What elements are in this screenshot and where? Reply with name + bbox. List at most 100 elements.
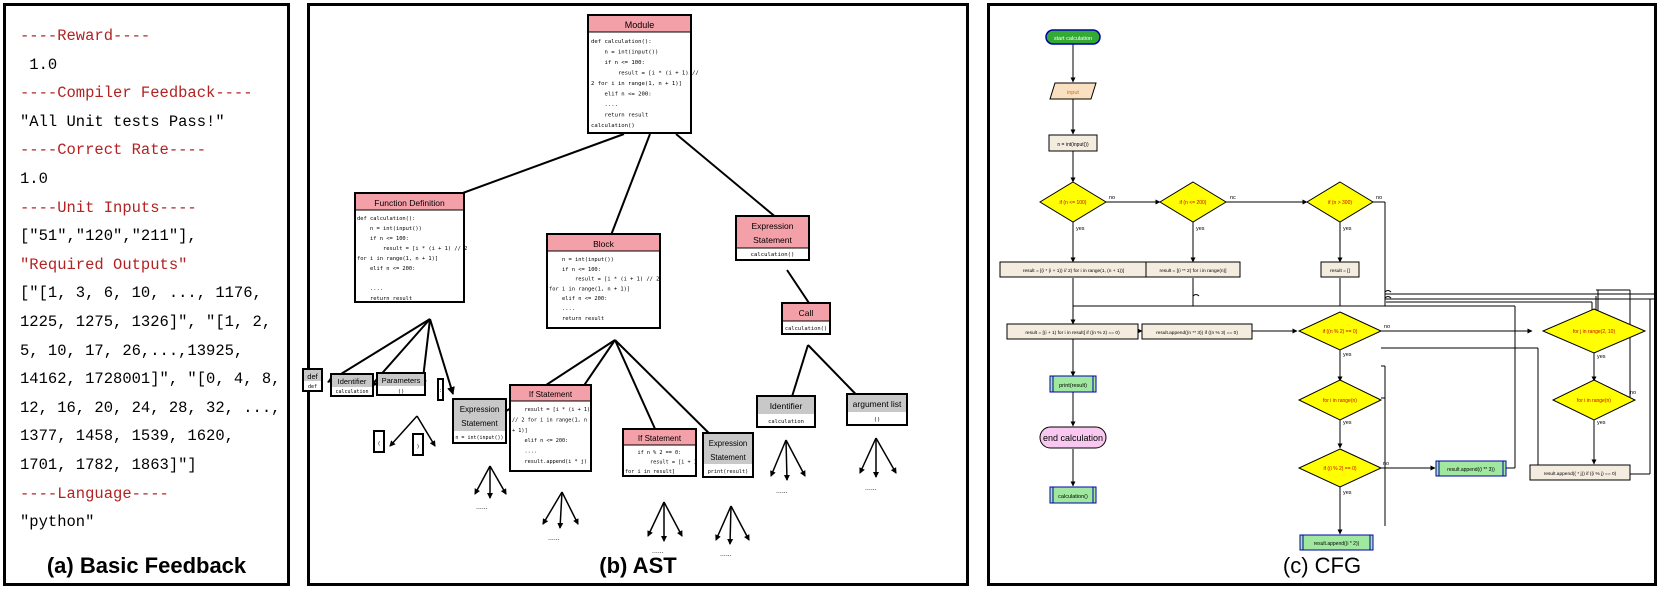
cfg-decision-2: if (n <= 200) [1159, 181, 1227, 223]
ast-block-title: Block [593, 239, 615, 249]
svg-text:if (n <= 200): if (n <= 200) [1180, 200, 1207, 206]
ast-node-paren-close: ) [412, 433, 424, 456]
svg-text:print(result): print(result) [708, 469, 749, 475]
cfg-decision-1: if (n <= 100) [1039, 181, 1107, 223]
code-line: for i in range(1, n + 1)] [549, 286, 630, 292]
svg-text:yes: yes [1343, 490, 1352, 496]
caption-cfg: (c) CFG [1282, 553, 1362, 578]
code-line: elif n <= 200: [591, 92, 652, 98]
svg-text:......: ...... [865, 485, 877, 492]
ast-node-call: Call calculation() [781, 302, 831, 335]
svg-text:......: ...... [776, 488, 788, 495]
code-line: result = [i * (i + 1) // 2 [549, 277, 659, 283]
cfg-decision-3: if (n > 300) [1306, 181, 1374, 223]
feedback-value: 5, 10, 17, 26,...,13925, [20, 341, 244, 360]
svg-text:if ((i % 2) == 0): if ((i % 2) == 0) [1323, 466, 1356, 472]
code-line: .... [549, 306, 575, 312]
svg-text:Identifier: Identifier [770, 401, 803, 411]
code-line: result = [i * (i + 1) [512, 407, 590, 413]
cfg-decision-4: if ((n % 2) == 0) [1297, 311, 1383, 351]
svg-text:no: no [1383, 461, 1389, 467]
code-line: calculation() [591, 123, 635, 129]
feedback-value: 12, 16, 20, 24, 28, 32, ..., [20, 398, 281, 417]
ast-node-def: def def [302, 368, 323, 392]
svg-text:result = [(i * (i + 1)) // 2): result = [(i * (i + 1)) // 2) for i in r… [1023, 268, 1124, 274]
feedback-header: ----Language---- [20, 484, 169, 503]
cfg-decision-7: for i in range(n) [1551, 379, 1637, 421]
svg-text:n = int(input()): n = int(input()) [455, 435, 503, 441]
code-line: if n % 2 == 0: [625, 450, 681, 456]
panel-ast: Module def calculation(): n = int(input(… [302, 3, 969, 586]
svg-text:calculation: calculation [335, 389, 368, 395]
svg-text:for j in range(2, 10): for j in range(2, 10) [1573, 329, 1616, 335]
feedback-value: 14162, 1728001]", "[0, 4, 8, [20, 370, 281, 389]
feedback-value: 1377, 1458, 1539, 1620, [20, 427, 234, 446]
svg-text:yes: yes [1597, 354, 1606, 360]
code-line: elif n <= 200: [549, 296, 607, 302]
feedback-value: 1.0 [20, 55, 58, 74]
code-line: n = int(input()) [591, 50, 658, 56]
svg-text:yes: yes [1343, 226, 1352, 232]
ast-diagram: Module def calculation(): n = int(input(… [302, 14, 908, 558]
cfg-append-3: result.append(( * j)) if ((i % j) == 0) [1529, 464, 1631, 481]
ast-node-colon: : [437, 378, 444, 401]
cfg-assign-node: n = int(input()) [1048, 134, 1098, 152]
ast-node-identifier-call: Identifier calculation [756, 395, 816, 428]
code-line: result = [i * (i + 1) // [591, 71, 699, 77]
ast-node-parameters: Parameters () [376, 372, 426, 396]
ast-node-if-statement-2: If Statement if n % 2 == 0: result = [i … [622, 428, 697, 477]
svg-text:for i in range(n): for i in range(n) [1577, 398, 1611, 404]
svg-text:......: ...... [476, 504, 488, 511]
svg-text:result.append((i ** 3)): result.append((i ** 3)) [1447, 467, 1495, 473]
svg-text:yes: yes [1196, 226, 1205, 232]
feedback-header: ----Unit Inputs---- [20, 198, 197, 217]
svg-text:def: def [307, 372, 318, 381]
svg-text:If Statement: If Statement [638, 434, 682, 443]
svg-text:): ) [416, 444, 419, 450]
code-line: return result [357, 296, 412, 302]
svg-text:(: ( [377, 441, 380, 447]
ast-node-module: Module def calculation(): n = int(input(… [587, 14, 699, 134]
svg-text:start calculation: start calculation [1054, 36, 1092, 42]
code-line: .... [591, 102, 618, 108]
svg-text:Statement: Statement [753, 235, 792, 245]
feedback-value: 1.0 [20, 169, 48, 188]
feedback-value: ["[1, 3, 6, 10, ..., 1176, [20, 284, 262, 303]
svg-text:Call: Call [799, 308, 814, 318]
cfg-decision-6: for i in range(n) [1297, 379, 1383, 421]
svg-text:Expression: Expression [460, 405, 500, 414]
svg-text:If Statement: If Statement [529, 390, 573, 399]
caption-basic-feedback: (a) Basic Feedback [46, 553, 247, 578]
svg-text:no: no [1376, 195, 1382, 201]
svg-text:print(result): print(result) [1059, 383, 1087, 389]
ast-node-expression-print: Expression Statement print(result) [702, 432, 754, 478]
svg-text:argument list: argument list [853, 399, 902, 409]
svg-text:n = int(input()): n = int(input()) [1057, 142, 1089, 148]
code-line: if n <= 100: [591, 60, 645, 66]
cfg-end-node: end calculation [1039, 426, 1107, 449]
feedback-text: ----Reward---- 1.0----Compiler Feedback-… [20, 22, 281, 537]
svg-text:(): () [874, 417, 881, 423]
cfg-append-1: result.append((i ** 3)) [1435, 460, 1507, 477]
code-line: elif n <= 200: [357, 266, 415, 272]
feedback-value: "All Unit tests Pass!" [20, 112, 225, 131]
svg-text:result.append((n ** 3)) if ((n: result.append((n ** 3)) if ((n % 3) == 0… [1156, 330, 1238, 336]
svg-text:if (n <= 100): if (n <= 100) [1060, 200, 1087, 206]
feedback-header: ----Correct Rate---- [20, 141, 207, 160]
feedback-value: "python" [20, 513, 95, 532]
feedback-value: 1225, 1275, 1326]", "[1, 2, [20, 312, 272, 331]
cfg-print-node: print(result) [1049, 375, 1097, 393]
svg-text:yes: yes [1076, 226, 1085, 232]
svg-text:result = []: result = [] [1330, 268, 1350, 274]
code-line: n = int(input()) [549, 257, 614, 263]
code-line: n = int(input()) [357, 226, 422, 232]
svg-text:(): () [398, 389, 405, 395]
code-line: if n <= 100: [357, 236, 409, 242]
cfg-decision-5: for j in range(2, 10) [1541, 308, 1647, 354]
cfg-start-node: start calculation [1045, 29, 1101, 45]
ast-node-function-definition: Function Definition def calculation(): n… [354, 192, 467, 303]
svg-text:no: no [1384, 324, 1390, 330]
code-line: result.append(i * j) [512, 459, 587, 465]
svg-text:Expression: Expression [709, 439, 748, 448]
